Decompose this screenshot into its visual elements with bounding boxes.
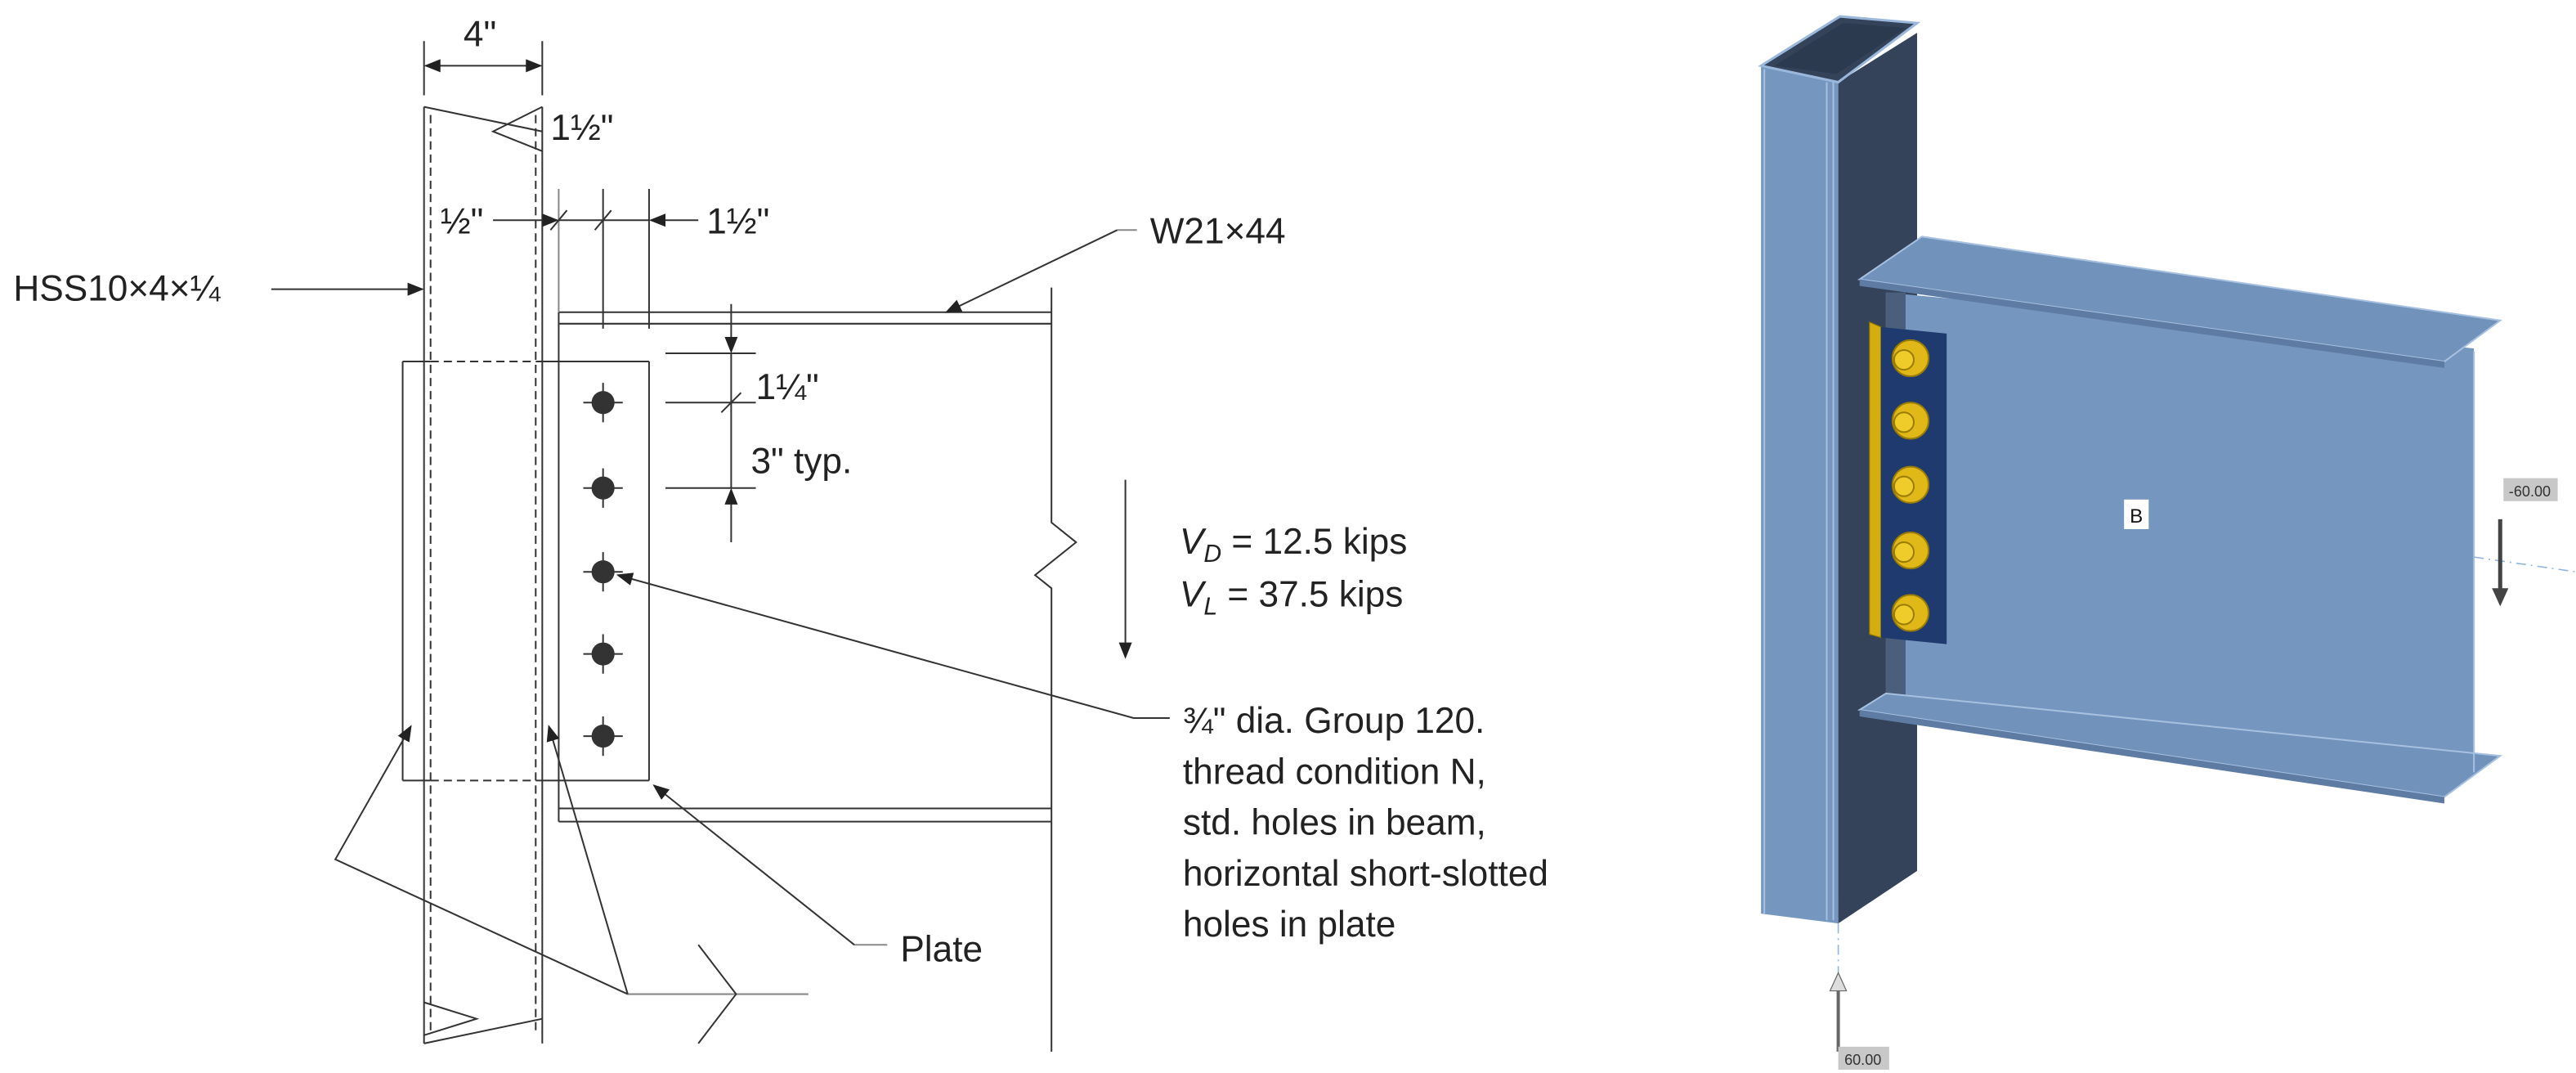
svg-text:¾" dia. Group 120.: ¾" dia. Group 120. <box>1183 701 1485 741</box>
dead-load-label: VD = 12.5 kips <box>1180 522 1407 568</box>
weld-symbol <box>334 725 809 1044</box>
bolt-head <box>1891 594 1930 632</box>
svg-text:horizontal short-slotted: horizontal short-slotted <box>1183 854 1548 894</box>
svg-text:std. holes in beam,: std. holes in beam, <box>1183 803 1486 843</box>
dim-edge-distance-right: 1½" <box>706 201 769 241</box>
bolt <box>583 383 623 423</box>
live-load-label: VL = 37.5 kips <box>1180 574 1403 620</box>
shear-plate <box>401 361 650 782</box>
dim-4in: 4" <box>464 14 496 54</box>
bolt-head <box>1891 531 1930 570</box>
beam-load-value: -60.00 <box>2509 483 2551 500</box>
bolt <box>583 552 623 592</box>
vertical-dimensions: 1¼" 3" typ. <box>665 303 852 543</box>
bolt-note: ¾" dia. Group 120. thread condition N, s… <box>1183 701 1548 945</box>
beam-label: W21×44 <box>1150 211 1286 251</box>
3d-model-view: B -60.00 60.00 <box>1758 15 2576 1070</box>
svg-text:thread condition N,: thread condition N, <box>1183 752 1486 792</box>
dim-vertical-edge: 1¼" <box>756 367 819 407</box>
bolt <box>583 468 623 508</box>
bolt <box>583 716 623 756</box>
dim-bolt-spacing: 3" typ. <box>750 442 852 482</box>
member-label[interactable]: B <box>2130 505 2143 528</box>
break-line <box>1033 287 1077 1052</box>
beam-3d <box>1857 236 2502 804</box>
bolt-head <box>1891 402 1930 440</box>
horizontal-dimensions: ½" 1½" 1½" <box>441 108 769 329</box>
break-symbol-bottom <box>423 1001 543 1044</box>
dim-half-inch: ½" <box>441 201 484 241</box>
break-symbol-top <box>423 106 543 152</box>
plate-label: Plate <box>900 929 983 969</box>
bolt-group <box>583 383 623 756</box>
bolts-3d <box>1891 339 1930 632</box>
weld-strip <box>1869 321 1882 639</box>
bolt-head <box>1891 339 1930 378</box>
detail-drawing: 4" HSS10×4×¼ <box>13 14 1548 1052</box>
column-width-dimension: 4" <box>423 14 544 96</box>
bolt-head <box>1891 465 1930 504</box>
column-label: HSS10×4×¼ <box>13 269 221 309</box>
hss-column <box>423 106 544 1044</box>
svg-text:holes in plate: holes in plate <box>1183 905 1396 945</box>
column-load-value: 60.00 <box>1844 1052 1881 1068</box>
dim-edge-distance-top: 1½" <box>550 108 613 148</box>
bolt <box>583 634 623 674</box>
